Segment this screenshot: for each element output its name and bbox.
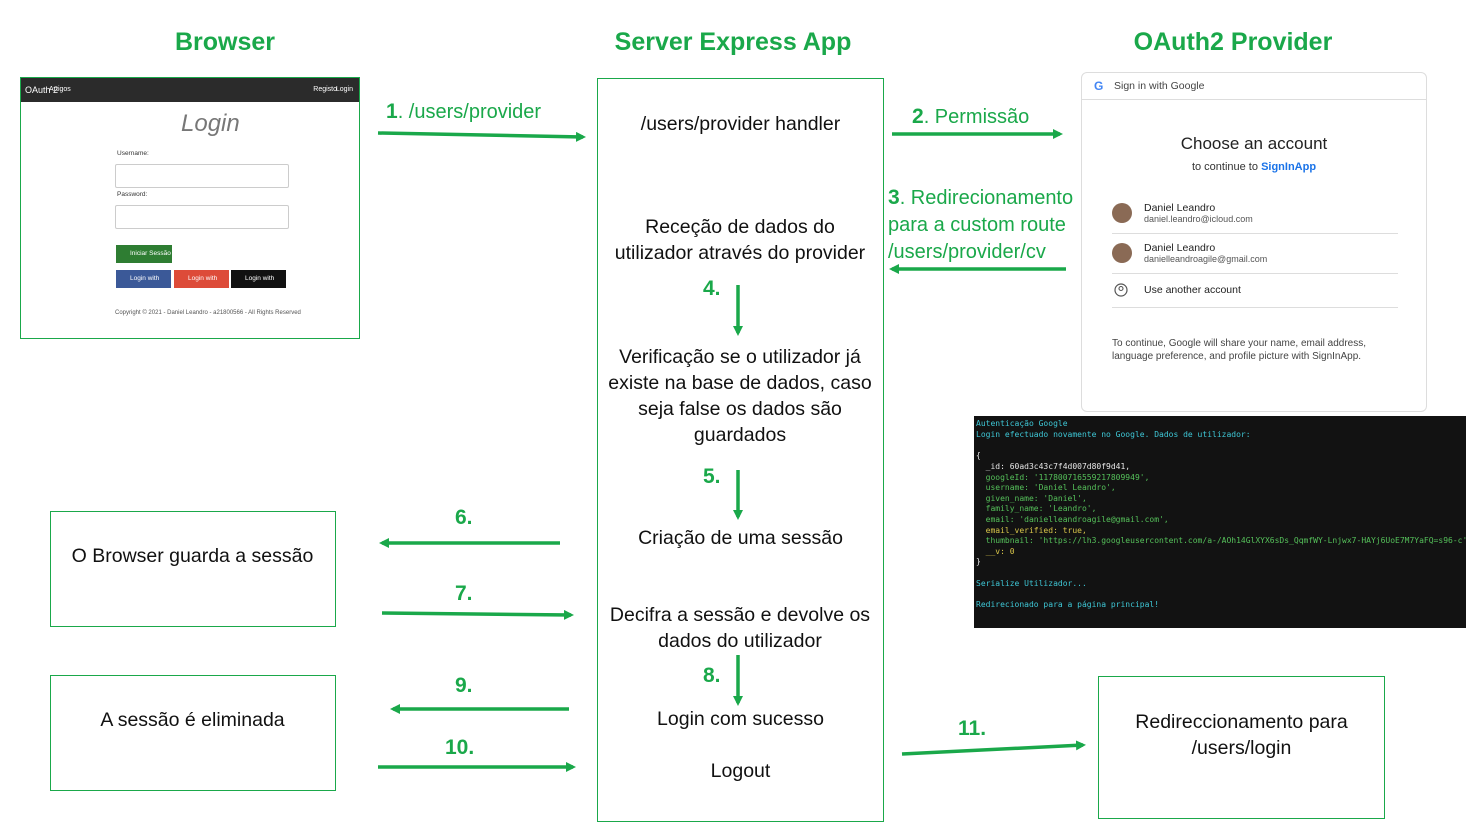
browser-column-title: Browser <box>174 28 276 56</box>
google-account-item: Daniel Leandro danielleandroagile@gmail.… <box>1112 233 1398 274</box>
server-step-reception: Receção de dados do utilizador através d… <box>614 216 866 264</box>
browser-login-screenshot: OAuth 2 Artigos Registo Login Login User… <box>20 77 360 339</box>
arrow-11 <box>901 740 1086 756</box>
password-field <box>115 205 289 229</box>
google-account-item: Daniel Leandro daniel.leandro@icloud.com <box>1112 193 1398 234</box>
step-2-number: 2 <box>912 105 924 128</box>
avatar <box>1112 243 1132 263</box>
account-email: daniel.leandro@icloud.com <box>1144 214 1253 224</box>
username-field <box>115 164 289 188</box>
user-circle-icon <box>1114 283 1128 297</box>
google-logo-icon: G <box>1094 79 1104 93</box>
redirect-login-text: Redireccionamento para /users/login <box>1135 711 1348 759</box>
step-1-text: . /users/provider <box>397 101 542 123</box>
terminal-line: Redirecionado para a página principal! <box>976 600 1160 609</box>
login-heading: Login <box>181 110 240 137</box>
provider-column-title: OAuth2 Provider <box>1133 28 1333 56</box>
step-4-label: 4. <box>703 277 721 300</box>
copyright-text: Copyright © 2021 - Daniel Leandro - a218… <box>115 310 301 316</box>
navbar-item-registo: Registo <box>313 86 337 93</box>
account-name: Daniel Leandro <box>1144 242 1216 254</box>
terminal-line: __v: 0 <box>976 547 1015 556</box>
google-login-button: Login with Google <box>174 270 229 300</box>
step-3-line-2: para a custom route <box>888 214 1066 236</box>
github-login-button: Login with Github <box>231 270 286 300</box>
google-header: G Sign in with Google <box>1082 73 1426 100</box>
browser-navbar: OAuth 2 Artigos Registo Login <box>21 78 359 102</box>
step-5-label: 5. <box>703 465 721 488</box>
step-1-label: 1. /users/provider <box>386 100 541 124</box>
step-2-text: . Permissão <box>923 106 1030 128</box>
account-email: danielleandroagile@gmail.com <box>1144 254 1268 264</box>
server-step-handler: /users/provider handler <box>640 113 841 135</box>
username-label: Username: <box>117 150 149 157</box>
terminal-line: } <box>976 557 981 566</box>
session-deleted-text: A sessão é eliminada <box>100 709 285 731</box>
browser-saves-session-text: O Browser guarda a sessão <box>71 545 314 567</box>
terminal-line: { <box>976 451 981 460</box>
google-title: Choose an account <box>1180 134 1328 153</box>
use-another-account-label: Use another account <box>1144 284 1241 296</box>
google-subtitle: to continue to SignInApp <box>1082 161 1426 173</box>
google-app-name: SignInApp <box>1261 161 1317 173</box>
arrow-7 <box>381 609 574 620</box>
google-account-chooser: G Sign in with Google Choose an account … <box>1081 72 1427 412</box>
terminal-line: email: 'danielleandroagile@gmail.com', <box>976 515 1169 524</box>
step-10-label: 10. <box>445 736 475 759</box>
terminal-line: email_verified: true, <box>976 526 1087 535</box>
avatar <box>1112 203 1132 223</box>
server-step-verification: Verificação se o utilizador já existe na… <box>608 346 872 446</box>
step-9-label: 9. <box>455 674 473 697</box>
server-column-title: Server Express App <box>614 28 852 56</box>
account-name: Daniel Leandro <box>1144 202 1216 214</box>
terminal-line: thumbnail: 'https://lh3.googleuserconten… <box>976 536 1466 545</box>
step-3-line-3: /users/provider/cv <box>888 241 1046 263</box>
step-7-label: 7. <box>455 582 473 605</box>
navbar-item-login: Login <box>335 86 353 93</box>
terminal-line: Login efectuado novamente no Google. Dad… <box>976 430 1251 439</box>
password-label: Password: <box>117 191 148 198</box>
terminal-line: googleId: '117800716559217809949', <box>976 473 1150 482</box>
server-step-session-creation: Criação de uma sessão <box>638 527 843 549</box>
google-header-text: Sign in with Google <box>1114 80 1205 92</box>
step-3-line-1: . Redirecionamento <box>899 187 1074 209</box>
google-use-another-account: Use another account <box>1112 273 1398 308</box>
terminal-line: Serialize Utilizador... <box>976 579 1087 588</box>
terminal-log: Autenticação Google Login efectuado nova… <box>974 416 1466 628</box>
facebook-login-button: Login with Facebook <box>116 270 171 300</box>
session-deleted-box: A sessão é eliminada <box>50 675 336 791</box>
step-1-number: 1 <box>386 100 398 123</box>
arrow-1 <box>377 131 586 142</box>
start-session-button: Iniciar Sessão <box>116 245 172 263</box>
step-6-label: 6. <box>455 506 473 529</box>
terminal-line: _id: 60ad3c43c7f4d007d80f9d41, <box>976 462 1131 471</box>
terminal-line: family_name: 'Leandro', <box>976 504 1097 513</box>
server-step-login-success: Login com sucesso <box>657 708 824 730</box>
step-3-label: 3. Redirecionamento para a custom route … <box>888 184 1073 266</box>
terminal-line: given_name: 'Daniel', <box>976 494 1087 503</box>
google-subtitle-prefix: to continue to <box>1191 161 1258 173</box>
step-2-label: 2. Permissão <box>912 105 1029 129</box>
terminal-line: Autenticação Google <box>976 419 1068 428</box>
navbar-brand: OAuth 2 <box>25 85 59 95</box>
google-consent-note: To continue, Google will share your name… <box>1112 338 1367 362</box>
step-3-number: 3 <box>888 186 900 209</box>
navbar-item-artigos: Artigos <box>49 86 71 93</box>
browser-saves-session-box: O Browser guarda a sessão <box>50 511 336 627</box>
redirect-login-box: Redireccionamento para /users/login <box>1098 676 1385 819</box>
step-11-label: 11. <box>958 717 987 740</box>
server-step-decode: Decifra a sessão e devolve os dados do u… <box>609 604 871 652</box>
terminal-line: username: 'Daniel Leandro', <box>976 483 1116 492</box>
step-8-label: 8. <box>703 664 721 687</box>
server-step-logout: Logout <box>710 760 771 782</box>
